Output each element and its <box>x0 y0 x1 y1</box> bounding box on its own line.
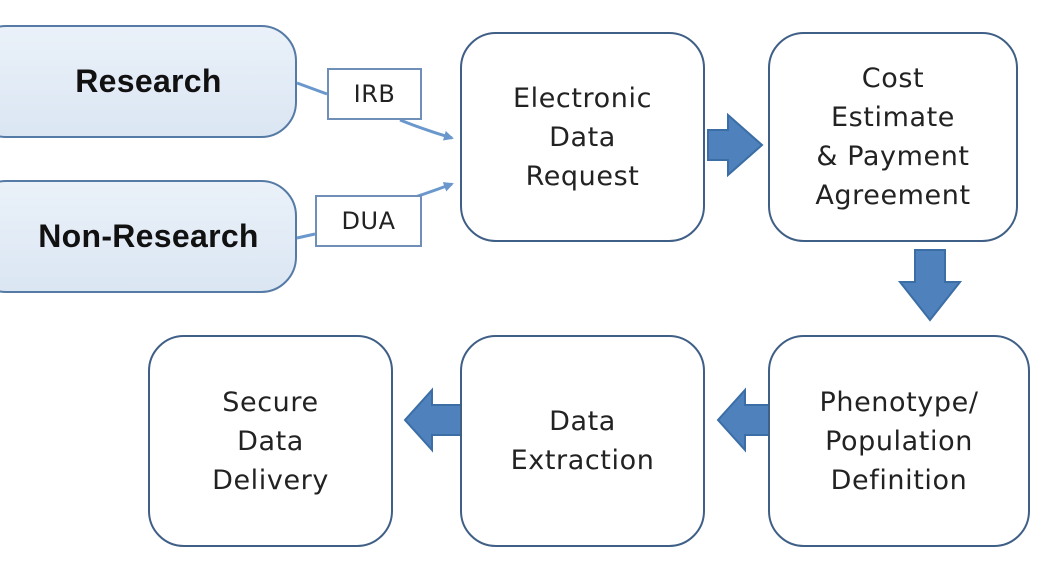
cost-to-phenotype-arrow <box>897 249 963 322</box>
irb-label: IRB <box>353 80 396 108</box>
research-box: Research <box>0 25 297 138</box>
irb-tag: IRB <box>327 68 422 120</box>
dua-tag: DUA <box>315 195 422 247</box>
phenotype-definition-box: Phenotype/ Population Definition <box>768 335 1030 547</box>
request-to-cost-arrow <box>707 112 764 178</box>
nonresearch-to-dua-connector <box>296 232 316 240</box>
phenotype-to-extraction-arrow <box>716 387 771 453</box>
secure-data-delivery-label: Secure Data Delivery <box>212 386 329 496</box>
irb-to-request-arrow <box>399 118 454 141</box>
data-extraction-label: Data Extraction <box>510 406 655 476</box>
phenotype-definition-label: Phenotype/ Population Definition <box>819 386 979 496</box>
secure-data-delivery-box: Secure Data Delivery <box>148 335 393 547</box>
cost-estimate-label: Cost Estimate & Payment Agreement <box>815 63 971 211</box>
extraction-to-delivery-arrow <box>403 387 463 453</box>
research-to-irb-connector <box>296 81 328 96</box>
data-extraction-box: Data Extraction <box>460 335 705 547</box>
electronic-data-request-label: Electronic Data Request <box>512 82 653 192</box>
cost-estimate-box: Cost Estimate & Payment Agreement <box>768 32 1018 242</box>
electronic-data-request-box: Electronic Data Request <box>460 32 705 242</box>
non-research-box: Non-Research <box>0 180 297 293</box>
dua-label: DUA <box>341 207 396 235</box>
research-label: Research <box>75 63 222 99</box>
non-research-label: Non-Research <box>38 218 259 254</box>
